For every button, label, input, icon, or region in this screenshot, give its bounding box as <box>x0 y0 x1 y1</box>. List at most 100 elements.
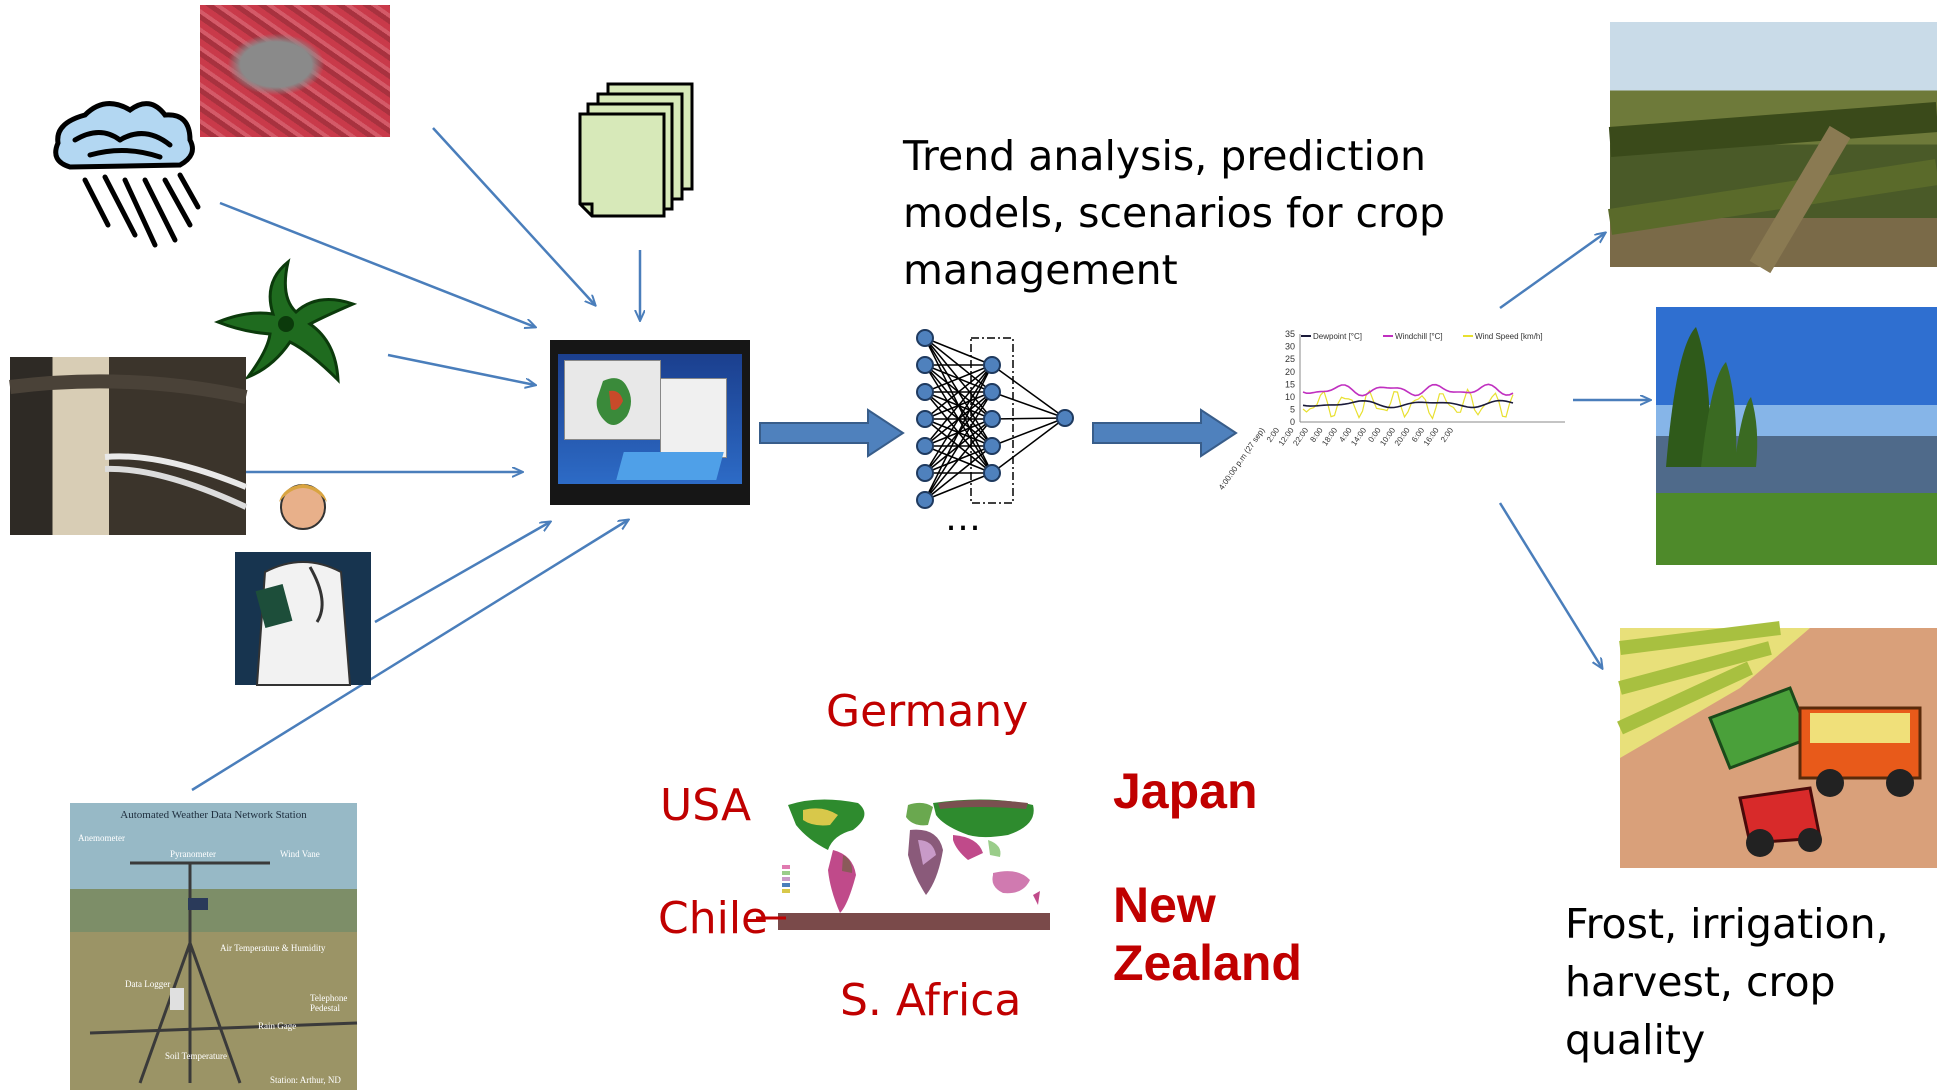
desktop-logo <box>616 452 724 480</box>
vineyard-rows <box>1608 102 1937 274</box>
map-shape <box>596 378 631 425</box>
nn-edge <box>991 417 1066 447</box>
document-stack-icon <box>578 82 694 218</box>
nn-input-node <box>916 383 934 401</box>
arrow-plant-to-computer <box>387 353 535 385</box>
nn-edge <box>924 364 993 474</box>
nn-hidden-node <box>983 410 1001 428</box>
station-label-pyranometer: Pyranometer <box>170 849 216 859</box>
nn-edge <box>991 391 1066 419</box>
station-label-anemometer: Anemometer <box>78 833 125 843</box>
chart-y-tick: 10 <box>1285 392 1295 402</box>
satellite-image <box>200 5 390 137</box>
nn-hidden-node <box>983 437 1001 455</box>
arrow-weather-to-computer <box>219 201 535 327</box>
chart-legend-label: Wind Speed [km/h] <box>1475 332 1543 341</box>
analysis-line-3: management <box>903 246 1178 294</box>
block-arrow-to-chart <box>1092 408 1238 458</box>
chile-pointer-line <box>756 916 786 920</box>
chart-x-tick: 16:00 <box>1422 426 1441 448</box>
station-label-data-logger: Data Logger <box>125 979 171 989</box>
station-structure <box>89 861 358 1084</box>
arrow-chart-to-harvest <box>1498 502 1602 668</box>
outcomes-line-3: quality <box>1565 1016 1706 1064</box>
station-label-soil-temp: Soil Temperature <box>165 1051 227 1061</box>
nn-output-node <box>1056 409 1074 427</box>
rain-cloud-icon <box>53 101 201 248</box>
nn-edge <box>924 445 993 501</box>
nn-hidden-node <box>983 464 1001 482</box>
nn-input-node <box>916 464 934 482</box>
chart-y-tick: 35 <box>1285 329 1295 339</box>
computer-screen-photo <box>550 340 750 505</box>
station-label-location: Station: Arthur, ND <box>270 1075 341 1085</box>
river-trees <box>1666 327 1758 467</box>
nn-edge <box>924 472 993 501</box>
chart-x-tick: 14:00 <box>1349 426 1368 448</box>
world-map-svg <box>778 795 1050 930</box>
chart-y-tick: 5 <box>1290 405 1295 415</box>
weather-station-photo: Automated Weather Data Network Station A… <box>70 803 358 1090</box>
harvest-illustration <box>1617 621 1937 868</box>
nn-input-node <box>916 329 934 347</box>
nn-hidden-node <box>983 383 1001 401</box>
nn-edge <box>991 417 1066 420</box>
chart-legend-label: Dewpoint [°C] <box>1313 332 1362 341</box>
neural-network-diagram <box>916 329 1074 509</box>
chart-series-dewpoint <box>1302 399 1514 409</box>
world-map <box>778 795 1050 930</box>
new-zealand-line-1: New <box>1113 877 1216 933</box>
nn-hidden-node <box>983 356 1001 374</box>
country-germany: Germany <box>826 686 1029 737</box>
chart-legend-label: Windchill [°C] <box>1395 332 1443 341</box>
weather-time-series-chart: Dewpoint [°C] Windchill [°C] Wind Speed [k… <box>1217 329 1565 492</box>
analysis-line-2: models, scenarios for crop <box>903 189 1446 237</box>
chart-y-tick: 25 <box>1285 354 1295 364</box>
nn-input-node <box>916 491 934 509</box>
station-label-air-temp: Air Temperature & Humidity <box>220 943 326 953</box>
nn-input-node <box>916 356 934 374</box>
country-s-africa: S. Africa <box>840 975 1022 1026</box>
nn-edge <box>924 337 993 366</box>
nn-edge <box>924 364 993 447</box>
country-chile: Chile <box>658 893 769 944</box>
analysis-line-1: Trend analysis, prediction <box>903 132 1427 180</box>
chart-x-tick: 2:00 <box>1439 426 1456 444</box>
arrow-expert-to-computer <box>374 522 550 624</box>
chart-y-tick: 20 <box>1285 367 1295 377</box>
nn-edge <box>991 417 1066 474</box>
chart-y-tick: 15 <box>1285 379 1295 389</box>
new-zealand-line-2: Zealand <box>1113 935 1302 991</box>
river-field-photo <box>1656 307 1937 565</box>
nn-input-node <box>916 437 934 455</box>
station-label-wind-vane: Wind Vane <box>280 849 320 859</box>
chart-x-tick: 22:00 <box>1291 426 1310 448</box>
nn-edge <box>991 364 1066 419</box>
chart-series-wind-speed <box>1302 387 1514 420</box>
sensor-cable-lines <box>9 374 248 510</box>
station-title: Automated Weather Data Network Station <box>120 809 307 821</box>
chart-y-tick: 0 <box>1290 417 1295 427</box>
chart-y-tick: 30 <box>1285 342 1295 352</box>
country-japan: Japan <box>1113 763 1258 819</box>
outcomes-line-1: Frost, irrigation, <box>1565 900 1889 948</box>
analysis-text: Trend analysis, prediction models, scena… <box>903 128 1445 299</box>
map-window <box>564 360 661 440</box>
country-usa: USA <box>660 780 752 831</box>
nn-edge <box>924 364 993 393</box>
chart-series-windchill <box>1302 383 1514 397</box>
nn-edge <box>924 364 993 501</box>
station-label-rain-gage: Rain Gage <box>258 1021 297 1031</box>
plant-icon <box>213 258 358 384</box>
ellipsis-label: … <box>945 498 983 539</box>
arrow-chart-to-vineyard <box>1499 233 1605 310</box>
harvest-machines <box>1617 621 1922 857</box>
outcomes-line-2: harvest, crop <box>1565 958 1836 1006</box>
nn-edge <box>924 364 993 420</box>
chart-x-tick: 20:00 <box>1393 426 1412 448</box>
vineyard-photo <box>1608 22 1937 274</box>
expert-figure <box>235 484 371 686</box>
tree-sensor-photo <box>9 357 248 535</box>
outcomes-text: Frost, irrigation, harvest, crop quality <box>1565 895 1889 1069</box>
